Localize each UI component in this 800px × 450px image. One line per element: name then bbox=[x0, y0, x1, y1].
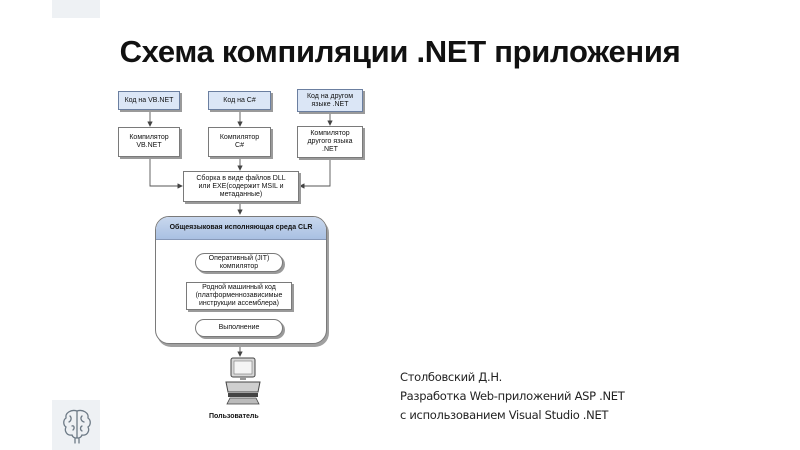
source-other-box: Код на другом языке .NET bbox=[297, 89, 363, 112]
clr-container: Общеязыковая исполняющая среда CLR bbox=[155, 216, 327, 344]
compiler-csharp-box: Компилятор C# bbox=[208, 127, 271, 157]
native-code-box: Родной машинный код (платформеннозависим… bbox=[186, 282, 292, 310]
source-csharp-box: Код на C# bbox=[208, 91, 271, 110]
author-block: Столбовский Д.Н. Разработка Web-приложен… bbox=[400, 368, 625, 425]
course-line-1: Разработка Web-приложений ASP .NET bbox=[400, 389, 625, 403]
page-title: Схема компиляции .NET приложения bbox=[119, 34, 681, 69]
assembly-box: Сборка в виде файлов DLL или EXE(содержи… bbox=[183, 171, 299, 202]
compiler-vbnet-box: Компилятор VB.NET bbox=[118, 127, 180, 157]
jit-compiler-box: Оперативный (JIT) компилятор bbox=[195, 253, 283, 272]
decorative-square-top bbox=[52, 0, 100, 18]
source-vbnet-box: Код на VB.NET bbox=[118, 91, 180, 110]
compiler-other-box: Компилятор другого языка .NET bbox=[297, 126, 363, 158]
execution-box: Выполнение bbox=[195, 319, 283, 337]
course-line-2: с использованием Visual Studio .NET bbox=[400, 408, 609, 422]
clr-title: Общеязыковая исполняющая среда CLR bbox=[156, 217, 326, 240]
computer-user-icon bbox=[225, 357, 261, 405]
author-name: Столбовский Д.Н. bbox=[400, 370, 503, 384]
brain-logo-icon bbox=[63, 409, 91, 444]
user-caption: Пользователь bbox=[209, 413, 259, 420]
decorative-square-bottom bbox=[52, 400, 100, 450]
